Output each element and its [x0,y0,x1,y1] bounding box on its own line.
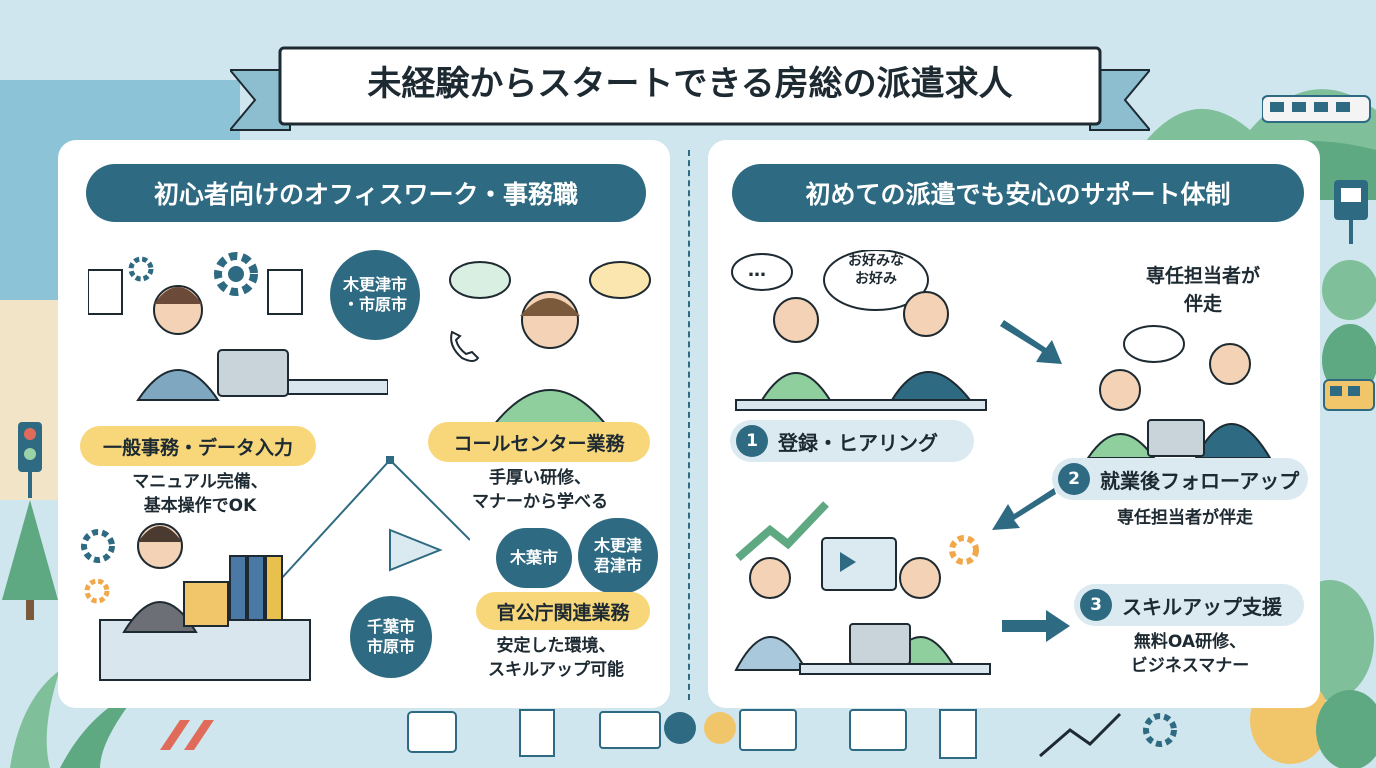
city-bubble-kiba: 木葉市 [496,528,572,588]
connector-lines [279,456,470,581]
step-3: 3 スキルアップ支援 [1074,584,1304,626]
job-desc-general-office: マニュアル完備、 基本操作でOK [132,472,268,516]
filing-worker-illustration [99,523,311,681]
train-icon-small [1323,379,1375,411]
station-sign-icon [1334,180,1368,244]
arrow-right-down-icon [1000,320,1062,364]
call-center-illustration [449,261,651,430]
step-1: 1 登録・ヒアリング [730,420,974,462]
title-ribbon [230,46,1150,131]
speech-bubble-text: お好みな お好み [848,253,904,287]
caption-dedicated-staff: 専任担当者が 伴走 [1145,265,1260,315]
job-desc-government: 安定した環境、 スキルアップ可能 [488,636,624,680]
arrow-right-icon [1002,610,1070,642]
office-worker-illustration [88,269,388,401]
gear-icon [214,252,258,296]
step-2-number: 2 [1058,463,1090,495]
gear-icon-left [81,529,115,563]
panel-divider [688,150,690,700]
step-3-number: 3 [1080,589,1112,621]
bottom-icon-strip [160,709,1177,759]
step-1-label: 登録・ヒアリング [778,430,938,455]
speech-dots-left: … [748,260,766,281]
city-bubble-kisarazu-kimitsu: 木更津 君津市 [578,518,658,594]
job-label-general-office: 一般事務・データ入力 [80,426,316,466]
step-2: 2 就業後フォローアップ [1052,458,1308,500]
phone-icon [450,330,480,362]
step-2-label: 就業後フォローアップ [1100,468,1300,493]
city-bubble-kisarazu-ichihara: 木更津市 ・市原市 [330,250,420,340]
city-bubble-chiba-ichihara: 千葉市 市原市 [350,596,432,678]
gear-icon-right [949,535,979,565]
plants-bottom-left [10,670,140,768]
step-3-label: スキルアップ支援 [1122,594,1282,619]
follow-up-illustration [1086,325,1272,459]
train-icon [1262,95,1371,123]
job-label-call-center: コールセンター業務 [428,422,650,462]
step-2-desc: 専任担当者が伴走 [1117,508,1253,528]
job-desc-call-center: 手厚い研修、 マナーから学べる [472,468,608,512]
consultation-illustration [731,250,987,411]
right-heading: 初めての派遣でも安心のサポート体制 [732,164,1304,222]
gear-icon-small [128,256,154,282]
page-title: 未経験からスタートできる房総の派遣求人 [367,64,1013,104]
trees-right [1322,260,1376,396]
tree-left [2,500,58,620]
gear-icon-left-small [84,578,110,604]
left-heading: 初心者向けのオフィスワーク・事務職 [86,164,646,222]
traffic-light-icon [18,422,42,498]
arrow-left-down-icon [992,488,1056,530]
step-1-number: 1 [736,425,768,457]
step-3-desc: 無料OA研修、 ビジネスマナー [1130,632,1250,676]
job-label-government: 官公庁関連業務 [476,592,650,630]
training-illustration [734,501,991,675]
